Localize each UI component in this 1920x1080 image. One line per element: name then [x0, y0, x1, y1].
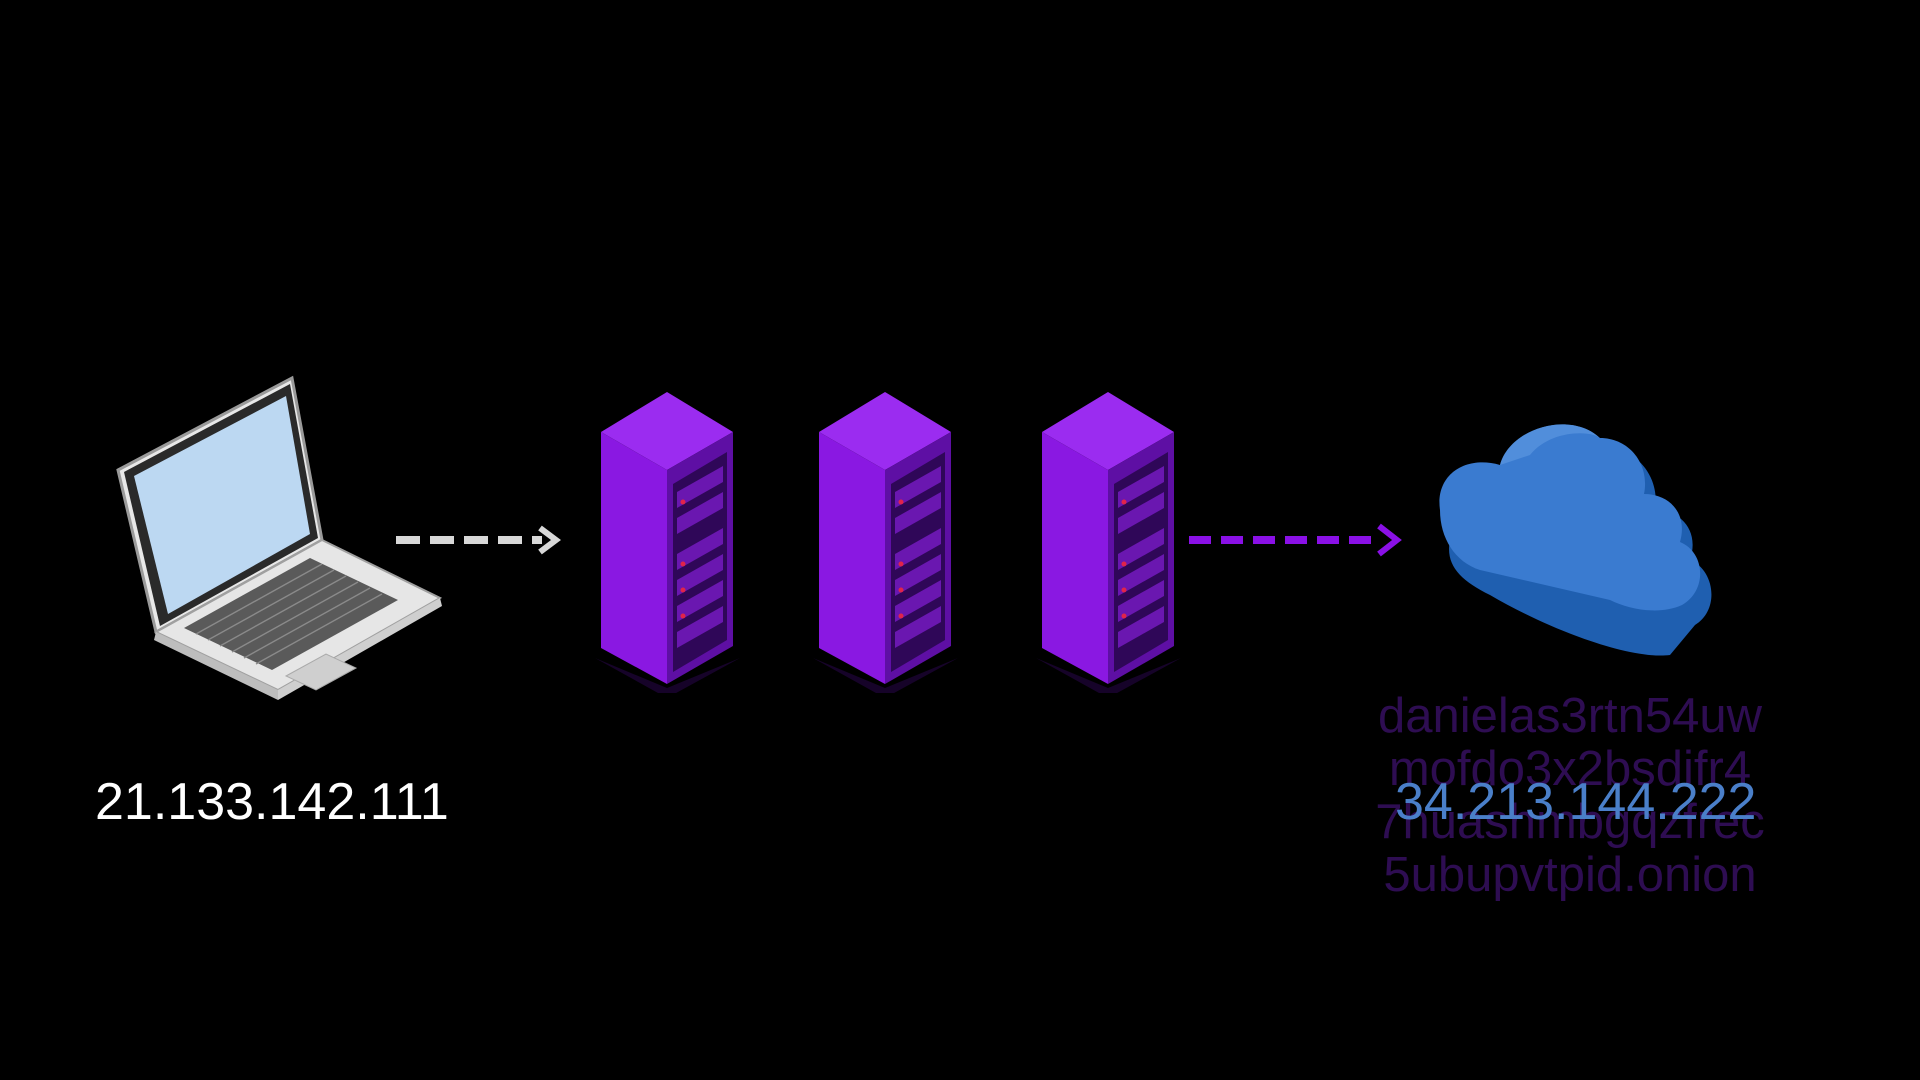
laptop-icon — [110, 370, 450, 710]
server-rack-icon — [595, 388, 740, 698]
onion-address-label: danielas3rtn54uw mofdo3x2bsdifr4 7huashm… — [1360, 690, 1780, 902]
server-rack-icon — [813, 388, 958, 698]
onion-address-line: danielas3rtn54uw — [1377, 689, 1763, 743]
client-ip-label: 21.133.142.111 — [95, 773, 449, 831]
server-rack-icon — [1036, 388, 1181, 698]
destination-ip-label: 34.213.144.222 — [1395, 773, 1757, 831]
onion-address-line: 5ubupvtpid.onion — [1383, 848, 1757, 902]
arrow-right-icon — [1185, 520, 1405, 560]
onion-address-line: mofdo3x2bsdifr4 — [1388, 742, 1752, 796]
onion-address-line: 7huashmbgqzfrec — [1375, 795, 1765, 849]
arrow-right-icon — [392, 520, 564, 560]
cloud-icon — [1430, 410, 1720, 670]
